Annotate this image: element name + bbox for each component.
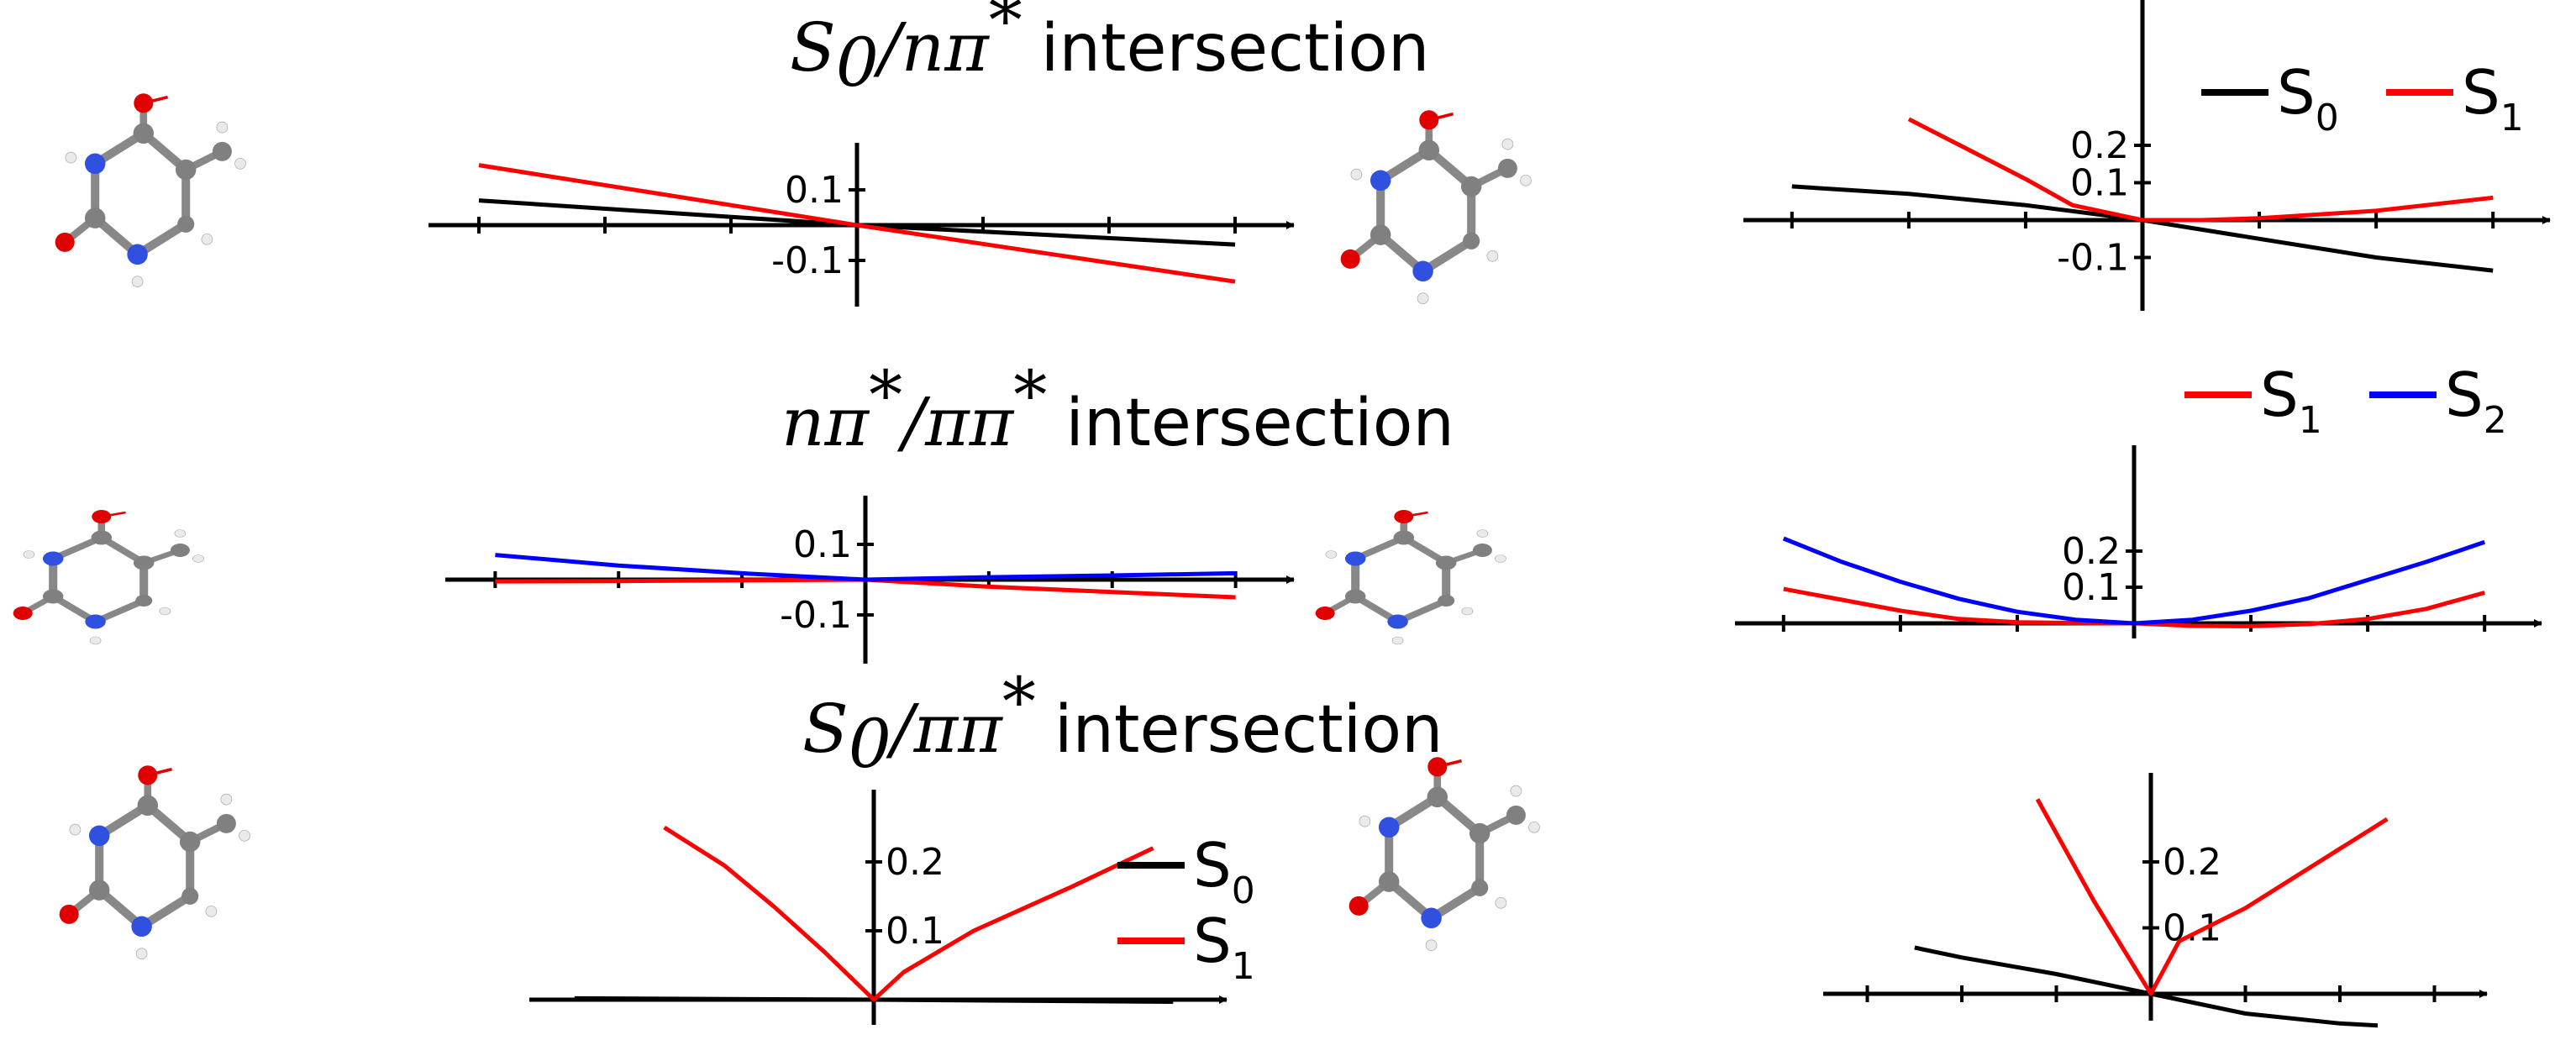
- legend-subscript: 1: [1232, 945, 1255, 988]
- y-tick-label: 0.1: [785, 169, 844, 212]
- charts: 0.1-0.10.20.1-0.10.1-0.10.20.10.20.10.20…: [428, 0, 2551, 1028]
- legend-subscript: 1: [2299, 399, 2322, 442]
- title-math: /ππ: [896, 383, 1015, 461]
- title-word: intersection: [1041, 11, 1430, 87]
- y-tick-label: 0.1: [886, 910, 944, 953]
- legend-base: S: [1193, 906, 1232, 976]
- legend-label-s2: S2: [2445, 360, 2507, 442]
- title-s0-npi-intersection: S0/nπ* intersection: [790, 0, 1429, 102]
- y-tick-label: 0.1: [2163, 907, 2221, 950]
- title-word: intersection: [1054, 692, 1443, 768]
- thymine-molecule-icon: [13, 510, 204, 644]
- title-superscript: *: [1013, 356, 1047, 434]
- legend-base: S: [2445, 360, 2484, 430]
- title-math: nπ: [781, 383, 870, 461]
- series-line-s2: [495, 553, 1236, 582]
- series-line-s1: [1907, 117, 2494, 223]
- title-superscript: *: [1002, 663, 1036, 741]
- thymine-molecule-icon: [1341, 110, 1532, 303]
- legend-base: S: [2260, 360, 2299, 430]
- title-subscript: 0: [849, 705, 891, 783]
- legend-base: S: [1193, 830, 1232, 901]
- title-math: S: [790, 8, 836, 87]
- y-tick-label: 0.2: [2062, 530, 2121, 573]
- chart-panel-row3-left: 0.2 0.1: [529, 790, 1228, 1025]
- y-tick-label: 0.1: [793, 523, 852, 566]
- y-tick-label: 0.2: [886, 841, 944, 884]
- title-npi-pipi-intersection: nπ*/ππ*intersection: [781, 356, 1454, 461]
- title-math: /nπ: [873, 8, 990, 87]
- chart-panel-row1-left: 0.1 -0.1: [428, 143, 1295, 307]
- thymine-molecule-icon: [55, 93, 246, 286]
- y-tick-label: 0.1: [2062, 566, 2121, 609]
- title-superscript: *: [869, 356, 902, 434]
- title-word: intersection: [1065, 386, 1454, 461]
- y-tick-label: 0.1: [2070, 162, 2129, 205]
- series-line-s2: [1782, 536, 2486, 626]
- title-s0-pipi-intersection: S0/ππ*intersection: [802, 663, 1443, 783]
- y-tick-label: 0.2: [2163, 841, 2221, 884]
- series-line-s1: [663, 825, 1154, 1002]
- series-line-s1: [478, 163, 1236, 284]
- title-math: /ππ: [886, 690, 1004, 768]
- legend-subscript: 2: [2484, 399, 2507, 442]
- legend-row2: S1 S2: [2184, 360, 2507, 442]
- legend-row1: S0 S1: [2201, 57, 2524, 139]
- y-tick-label: -0.1: [771, 239, 844, 282]
- legend-subscript: 1: [2500, 97, 2524, 139]
- legend-label-s0: S0: [1193, 830, 1255, 912]
- chart-panel-row1-right: 0.20.1 -0.1: [1743, 0, 2551, 311]
- legend-base: S: [2277, 57, 2316, 128]
- legend-label-s1: S1: [2260, 360, 2322, 442]
- thymine-molecule-icon: [1316, 510, 1506, 644]
- thymine-molecule-icon: [1349, 757, 1540, 950]
- series-line-s1: [2035, 798, 2389, 996]
- title-superscript: *: [989, 0, 1023, 60]
- chart-panel-row2-right: 0.20.1: [1735, 445, 2542, 638]
- y-tick-label: 0.2: [2070, 124, 2129, 167]
- legend-row3: S0 S1: [1117, 830, 1255, 988]
- legend-label-s1: S1: [2462, 57, 2524, 139]
- thymine-molecule-icon: [60, 765, 250, 959]
- legend-subscript: 0: [2316, 97, 2339, 139]
- title-math: S: [802, 690, 849, 768]
- legend-label-s1: S1: [1193, 906, 1255, 988]
- y-tick-label: -0.1: [780, 594, 852, 637]
- legend-base: S: [2462, 57, 2500, 128]
- chart-panel-row2-left: 0.1 -0.1: [445, 496, 1295, 664]
- y-tick-label: -0.1: [2057, 237, 2129, 280]
- legend-subscript: 0: [1232, 869, 1255, 912]
- chart-panel-row3-right: 0.2 0.1: [1823, 773, 2488, 1028]
- title-subscript: 0: [836, 24, 879, 102]
- legend-label-s0: S0: [2277, 57, 2339, 139]
